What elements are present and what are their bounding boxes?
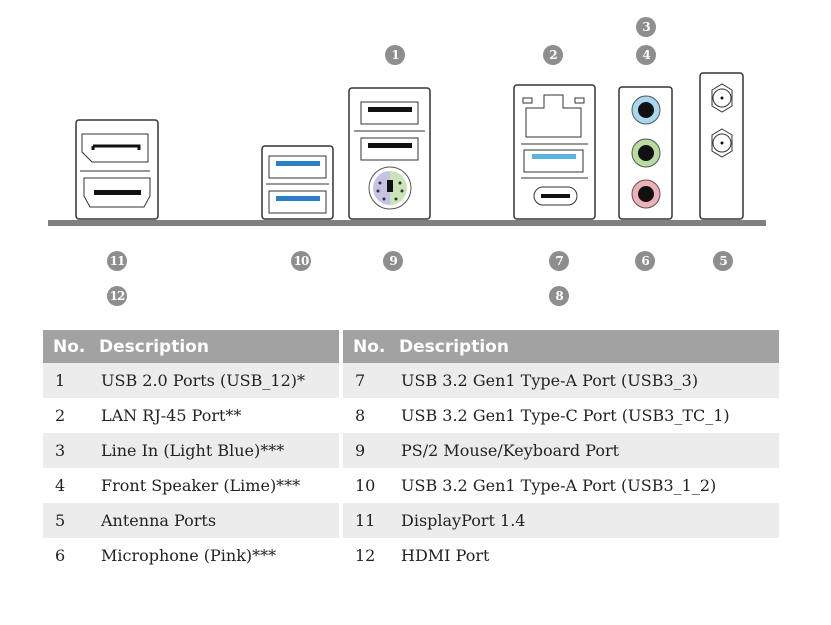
antenna-block <box>699 72 744 220</box>
io-shield-baseline <box>48 220 766 226</box>
row-description: LAN RJ-45 Port** <box>89 398 339 433</box>
row-description: USB 2.0 Ports (USB_12)* <box>89 363 339 398</box>
row-number: 12 <box>343 538 389 573</box>
row-number: 4 <box>43 468 89 503</box>
column-header-no: No. <box>343 330 389 363</box>
row-number: 1 <box>43 363 89 398</box>
rear-io-diagram <box>48 72 766 226</box>
row-description: PS/2 Mouse/Keyboard Port <box>389 433 779 468</box>
audio-block <box>618 86 673 220</box>
lan-usb-block <box>513 84 596 220</box>
usb2-ps2-block <box>348 87 431 220</box>
column-header-description: Description <box>389 330 779 363</box>
row-number: 9 <box>343 433 389 468</box>
row-description: Microphone (Pink)*** <box>89 538 339 573</box>
callout-badge-9: 9 <box>383 251 403 271</box>
row-description: Line In (Light Blue)*** <box>89 433 339 468</box>
callout-badge-5: 5 <box>713 251 733 271</box>
callout-badge-7: 7 <box>549 251 569 271</box>
column-header-no: No. <box>43 330 89 363</box>
row-number: 6 <box>43 538 89 573</box>
row-number: 10 <box>343 468 389 503</box>
row-description: USB 3.2 Gen1 Type-C Port (USB3_TC_1) <box>389 398 779 433</box>
row-description: HDMI Port <box>389 538 779 573</box>
callout-badge-12: 12 <box>107 286 127 306</box>
callout-badge-11: 11 <box>107 251 127 271</box>
rj45-icon <box>525 94 582 138</box>
callout-badge-2: 2 <box>543 45 563 65</box>
row-number: 5 <box>43 503 89 538</box>
callout-badge-4: 4 <box>636 45 656 65</box>
callout-badge-1: 1 <box>385 45 405 65</box>
row-description: USB 3.2 Gen1 Type-A Port (USB3_3) <box>389 363 779 398</box>
row-description: Antenna Ports <box>89 503 339 538</box>
row-number: 8 <box>343 398 389 433</box>
callout-badge-3: 3 <box>636 17 656 37</box>
displayport-hdmi-block <box>75 119 159 220</box>
row-number: 7 <box>343 363 389 398</box>
row-description: USB 3.2 Gen1 Type-A Port (USB3_1_2) <box>389 468 779 503</box>
column-header-description: Description <box>89 330 339 363</box>
callout-badge-6: 6 <box>635 251 655 271</box>
row-number: 2 <box>43 398 89 433</box>
row-number: 3 <box>43 433 89 468</box>
row-description: Front Speaker (Lime)*** <box>89 468 339 503</box>
row-description: DisplayPort 1.4 <box>389 503 779 538</box>
callout-badge-8: 8 <box>549 286 569 306</box>
callout-badge-10: 10 <box>291 251 311 271</box>
usb3-pair-block <box>261 145 334 220</box>
displayport-icon <box>81 133 149 163</box>
row-number: 11 <box>343 503 389 538</box>
